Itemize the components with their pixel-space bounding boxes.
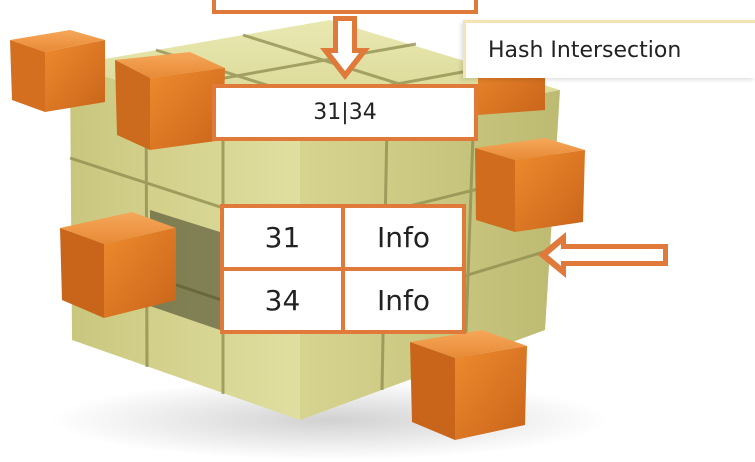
table-cell-key: 34	[224, 271, 341, 330]
orange-cube-upper-center	[115, 52, 225, 150]
orange-cube-top-left	[10, 30, 105, 112]
orange-cube-left-middle	[60, 212, 176, 318]
result-table: 31 Info 34 Info	[220, 204, 466, 334]
result-key-text: 31|34	[313, 100, 377, 125]
left-arrow-icon	[538, 232, 668, 278]
result-key-box: 31|34	[212, 84, 478, 141]
hash-intersection-label: Hash Intersection	[463, 20, 755, 78]
table-cell-value: Info	[345, 208, 462, 267]
hash-intersection-text: Hash Intersection	[488, 38, 682, 63]
down-arrow-icon	[320, 16, 370, 80]
table-cell-value: Info	[345, 271, 462, 330]
top-key-box	[212, 0, 478, 14]
orange-cube-right-middle	[475, 138, 585, 232]
table-cell-key: 31	[224, 208, 341, 267]
orange-cube-bottom-right	[410, 330, 527, 440]
